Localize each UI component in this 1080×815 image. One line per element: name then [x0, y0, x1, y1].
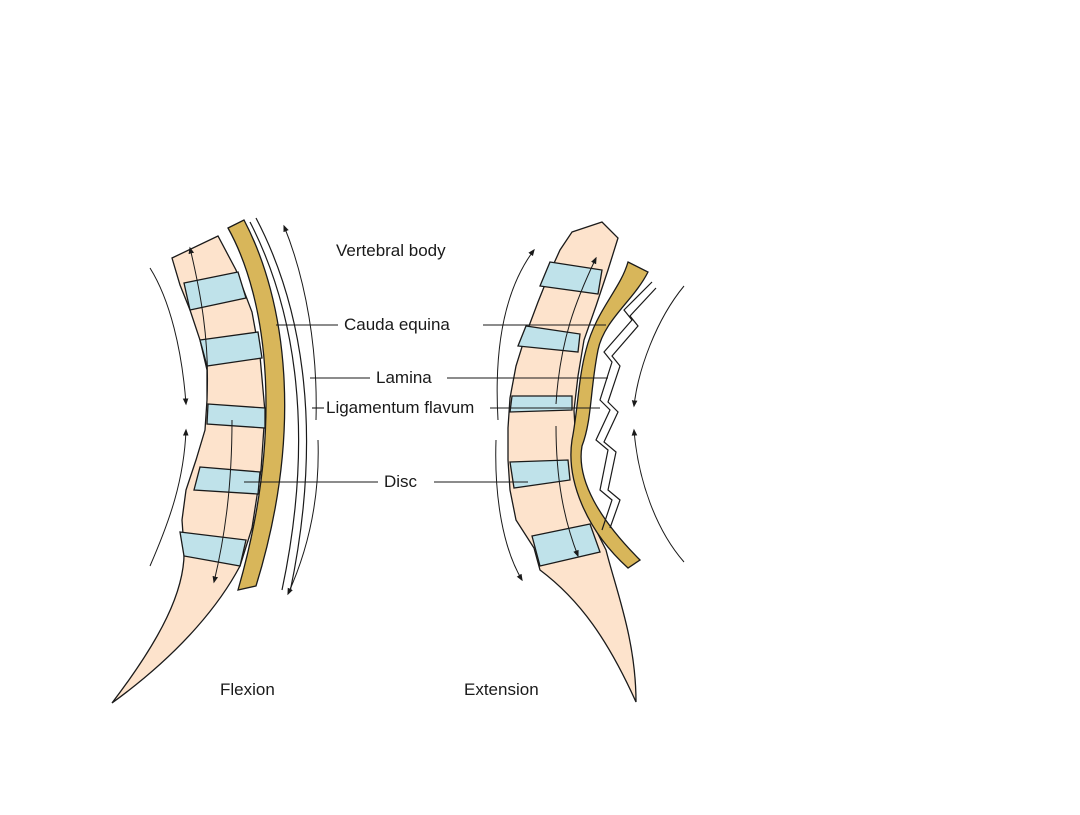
flexion-inner-arrow-down — [212, 419, 233, 584]
extension-disc-4 — [509, 459, 571, 489]
extension-inner-arrow-down — [555, 425, 579, 558]
flexion-disc-2 — [199, 331, 263, 367]
caption-extension: Extension — [464, 680, 539, 699]
label-cauda-equina: Cauda equina — [344, 315, 450, 334]
extension-outer-arrow-left-bottom — [495, 439, 523, 582]
flexion-inner-arrow-up — [188, 246, 209, 401]
flexion-disc-4 — [193, 466, 261, 495]
flexion-outer-arrow-left-top — [149, 267, 189, 406]
label-lamina: Lamina — [376, 368, 432, 387]
extension-outer-arrow-right-top — [631, 285, 685, 408]
extension-outer-arrow-right-bottom — [631, 428, 685, 563]
flexion-cauda-equina — [227, 219, 286, 591]
flexion-spine — [111, 217, 319, 704]
extension-outer-arrow-left-top — [496, 248, 535, 421]
extension-disc-5 — [531, 523, 601, 567]
caption-flexion: Flexion — [220, 680, 275, 699]
flexion-disc-3 — [206, 403, 266, 429]
label-vertebral-body: Vertebral body — [336, 241, 446, 260]
leader-lines — [244, 324, 608, 483]
extension-lamina — [603, 287, 657, 529]
label-ligamentum-flavum: Ligamentum flavum — [326, 398, 475, 417]
flexion-outer-arrow-left-bottom — [149, 428, 189, 567]
extension-cauda-equina — [570, 261, 649, 569]
extension-disc-1 — [539, 261, 603, 295]
extension-inner-arrow-up — [555, 256, 597, 405]
flexion-disc-5 — [179, 531, 247, 567]
extension-spine — [495, 221, 685, 703]
flexion-lamina — [249, 221, 300, 591]
flexion-outer-arrow-right-top — [283, 224, 317, 421]
label-disc: Disc — [384, 472, 418, 491]
flexion-outer-arrow-right-bottom — [287, 439, 319, 596]
extension-ligamentum-flavum — [595, 281, 653, 531]
extension-disc-3 — [509, 395, 573, 413]
flexion-lamina-inner — [255, 217, 308, 593]
flexion-disc-1 — [183, 271, 247, 311]
